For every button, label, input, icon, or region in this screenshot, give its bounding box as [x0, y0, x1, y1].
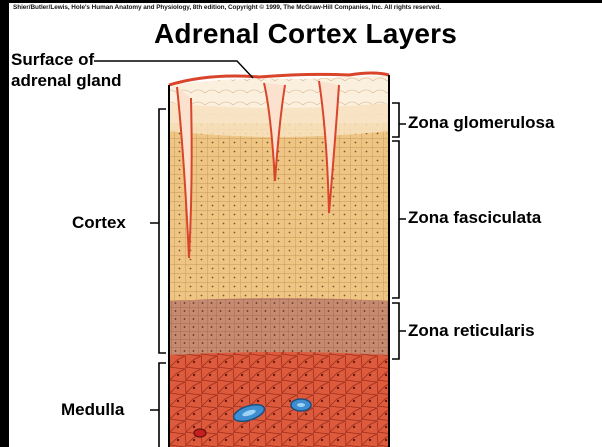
label-cortex: Cortex [72, 213, 126, 233]
cortex-bracket [150, 109, 166, 353]
label-surface-line2: adrenal gland [11, 71, 122, 91]
label-zona-fasciculata: Zona fasciculata [408, 208, 541, 228]
figure-panel: Shier/Butler/Lewis, Hole's Human Anatomy… [9, 3, 602, 447]
label-zona-glomerulosa: Zona glomerulosa [408, 113, 554, 133]
medulla-bracket [150, 363, 166, 447]
label-zona-reticularis: Zona reticularis [408, 321, 535, 341]
reticularis-bracket [392, 303, 406, 359]
glomerulosa-bracket [392, 103, 406, 137]
tissue-block [169, 73, 389, 447]
label-surface-line1: Surface of [11, 50, 94, 70]
fasciculata-bracket [392, 141, 406, 298]
zona-fasciculata-region [169, 123, 389, 305]
label-medulla: Medulla [61, 400, 124, 420]
blood-vessel-3 [194, 429, 206, 437]
